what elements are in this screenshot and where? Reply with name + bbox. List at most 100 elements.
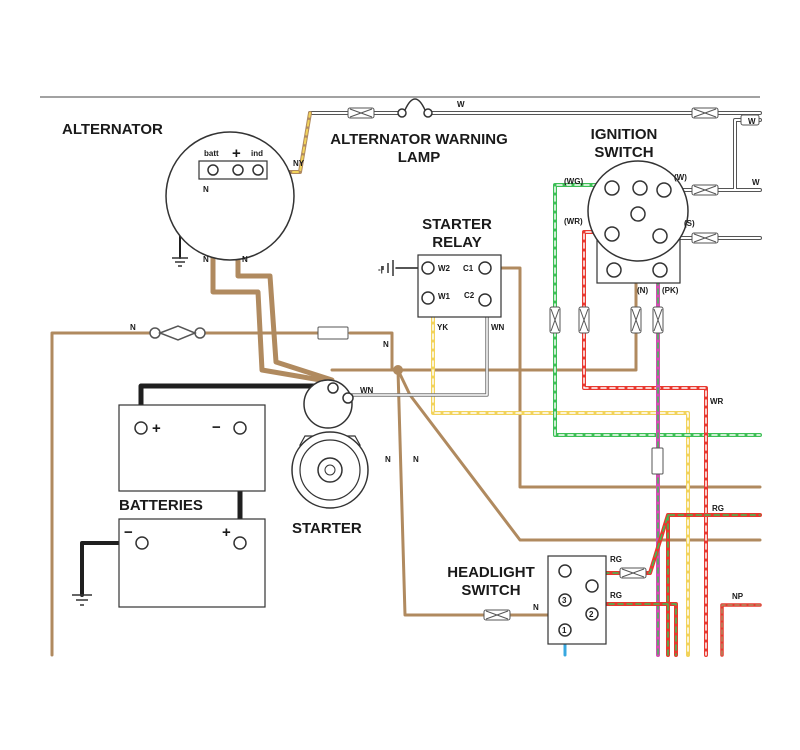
relay-earth-icon xyxy=(382,260,394,276)
label-relay-2: RELAY xyxy=(432,234,481,251)
wire-n-left xyxy=(50,331,394,657)
ign-label-n: (N) xyxy=(637,286,648,295)
code-n-fuse: N xyxy=(130,323,136,332)
ign-terminal-w[interactable] xyxy=(656,182,672,198)
battery-bottom-plus-sign: + xyxy=(222,524,231,541)
relay-terminal-w1[interactable] xyxy=(421,291,435,305)
label-batteries: BATTERIES xyxy=(119,497,203,514)
headlight-switch: 3 2 1 xyxy=(547,555,607,645)
connector-x xyxy=(693,185,717,195)
wire-np xyxy=(720,603,762,657)
label-relay-1: STARTER xyxy=(422,216,492,233)
bullet-connector xyxy=(149,325,206,341)
battery-bottom-terminal-minus[interactable] xyxy=(135,536,149,550)
headlight-label-2: 2 xyxy=(589,610,594,619)
code-ground: -| xyxy=(378,265,383,274)
code-wn-starter: WN xyxy=(360,386,374,395)
headlight-label-1: 1 xyxy=(562,626,567,635)
wire-rg xyxy=(598,513,762,657)
relay-label-w2: W2 xyxy=(438,264,451,273)
starter-terminal-wn[interactable] xyxy=(342,392,354,404)
connector-x xyxy=(550,308,560,332)
headlight-terminal-top[interactable] xyxy=(558,564,572,578)
ign-label-pk: (PK) xyxy=(662,286,679,295)
ign-terminal-top[interactable] xyxy=(632,180,648,196)
ign-terminal-n[interactable] xyxy=(606,262,622,278)
relay-terminal-w2[interactable] xyxy=(421,261,435,275)
ign-terminal-pk[interactable] xyxy=(652,262,668,278)
alt-terminal-batt[interactable] xyxy=(207,164,219,176)
code-n-mid1: N xyxy=(383,340,389,349)
connector xyxy=(740,114,760,126)
connector-x xyxy=(653,308,663,332)
relay-label-c1: C1 xyxy=(463,264,474,273)
fuse xyxy=(317,326,349,340)
starter-relay: W2 C1 W1 C2 xyxy=(417,254,502,318)
relay-terminal-c1[interactable] xyxy=(478,261,492,275)
label-ignition-2: SWITCH xyxy=(594,144,653,161)
relay-label-w1: W1 xyxy=(438,292,451,301)
battery-top-terminal-plus[interactable] xyxy=(134,421,148,435)
connector-x xyxy=(485,610,509,620)
label-warning-lamp-1: ALTERNATOR WARNING xyxy=(330,131,508,148)
starter-motor xyxy=(291,379,369,509)
headlight-label-3: 3 xyxy=(562,596,567,605)
connector-x xyxy=(693,233,717,243)
code-n-head: N xyxy=(533,603,539,612)
connector-x xyxy=(579,308,589,332)
battery-earth-icon xyxy=(72,594,92,606)
earth-icon xyxy=(172,257,188,267)
component-labels: ALTERNATOR ALTERNATOR WARNING LAMP IGNIT… xyxy=(62,121,657,599)
ign-label-wg: (WG) xyxy=(564,177,583,186)
connector-x xyxy=(631,308,641,332)
code-rg3: RG xyxy=(610,591,622,600)
label-warning-lamp-2: LAMP xyxy=(398,149,441,166)
label-headlight-1: HEADLIGHT xyxy=(447,564,535,581)
junction-dot xyxy=(393,365,403,375)
headlight-terminal-3[interactable] xyxy=(558,593,572,607)
ign-terminal-wr[interactable] xyxy=(604,226,620,242)
battery-bottom-terminal-plus[interactable] xyxy=(233,536,247,550)
alternator: batt + ind xyxy=(165,131,295,261)
headlight-terminal-2[interactable] xyxy=(585,607,599,621)
ign-label-wr: (WR) xyxy=(564,217,583,226)
alt-label-batt: batt xyxy=(204,149,219,158)
warning-lamp-symbol xyxy=(397,98,433,118)
alt-terminal-ind[interactable] xyxy=(252,164,264,176)
code-rg2: RG xyxy=(610,555,622,564)
ign-terminal-wg[interactable] xyxy=(604,180,620,196)
headlight-terminal-1[interactable] xyxy=(558,623,572,637)
code-rg1: RG xyxy=(712,504,724,513)
code-wn-relay: WN xyxy=(491,323,505,332)
code-ny: NY xyxy=(293,159,305,168)
code-alt-n1: N xyxy=(203,185,209,194)
wire-c1-n xyxy=(478,266,762,489)
code-np: NP xyxy=(732,592,744,601)
ign-label-s: (S) xyxy=(684,219,695,228)
headlight-terminal-side[interactable] xyxy=(585,579,599,593)
ignition-switch: (WG) (W) (WR) (S) (N) (PK) xyxy=(564,160,695,295)
ign-terminal-s[interactable] xyxy=(652,228,668,244)
battery-top-plus-sign: + xyxy=(152,420,161,437)
code-yk: YK xyxy=(437,323,448,332)
wire-wn xyxy=(350,298,489,397)
label-starter: STARTER xyxy=(292,520,362,537)
battery-top-terminal-minus[interactable] xyxy=(233,421,247,435)
code-w3: W xyxy=(752,178,760,187)
starter-terminal-main[interactable] xyxy=(327,382,339,394)
connector-x xyxy=(621,568,645,578)
code-n-mid2: N xyxy=(385,455,391,464)
label-alternator: ALTERNATOR xyxy=(62,121,163,138)
ign-label-w: (W) xyxy=(674,173,687,182)
relay-terminal-c2[interactable] xyxy=(478,293,492,307)
ign-terminal-center[interactable] xyxy=(630,206,646,222)
alt-label-ind: ind xyxy=(251,149,263,158)
wire-n-right xyxy=(396,368,762,542)
code-alt-n2: N xyxy=(203,255,209,264)
battery-bottom: − + xyxy=(118,518,266,608)
code-w2: W xyxy=(748,117,756,126)
wire-wr xyxy=(582,230,708,657)
connector-x xyxy=(693,108,717,118)
alt-terminal-plus[interactable] xyxy=(232,164,244,176)
connector-x xyxy=(349,108,373,118)
